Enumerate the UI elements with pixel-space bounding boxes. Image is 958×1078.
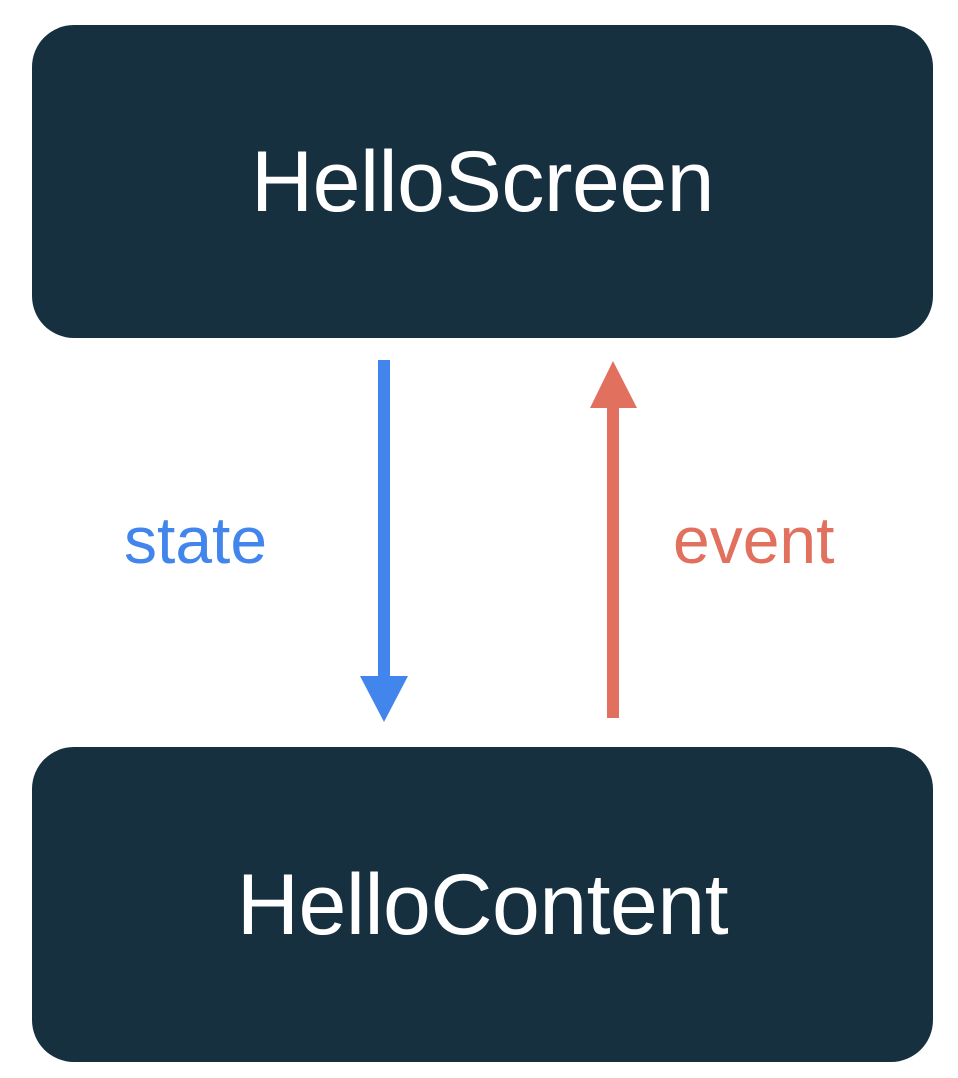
edge-label-state: state	[124, 503, 268, 577]
event-arrow-head-icon	[590, 361, 637, 408]
state-arrow-head-icon	[360, 676, 408, 722]
edge-label-event: event	[673, 503, 835, 577]
state-arrow-shaft	[378, 360, 390, 680]
node-hello-content-label: HelloContent	[236, 856, 729, 953]
state-arrow-down	[360, 360, 408, 722]
node-hello-screen-label: HelloScreen	[251, 133, 714, 230]
node-hello-screen[interactable]: HelloScreen	[32, 25, 933, 338]
event-arrow-up	[590, 361, 637, 718]
node-hello-content[interactable]: HelloContent	[32, 747, 933, 1062]
event-arrow-shaft	[607, 404, 619, 718]
